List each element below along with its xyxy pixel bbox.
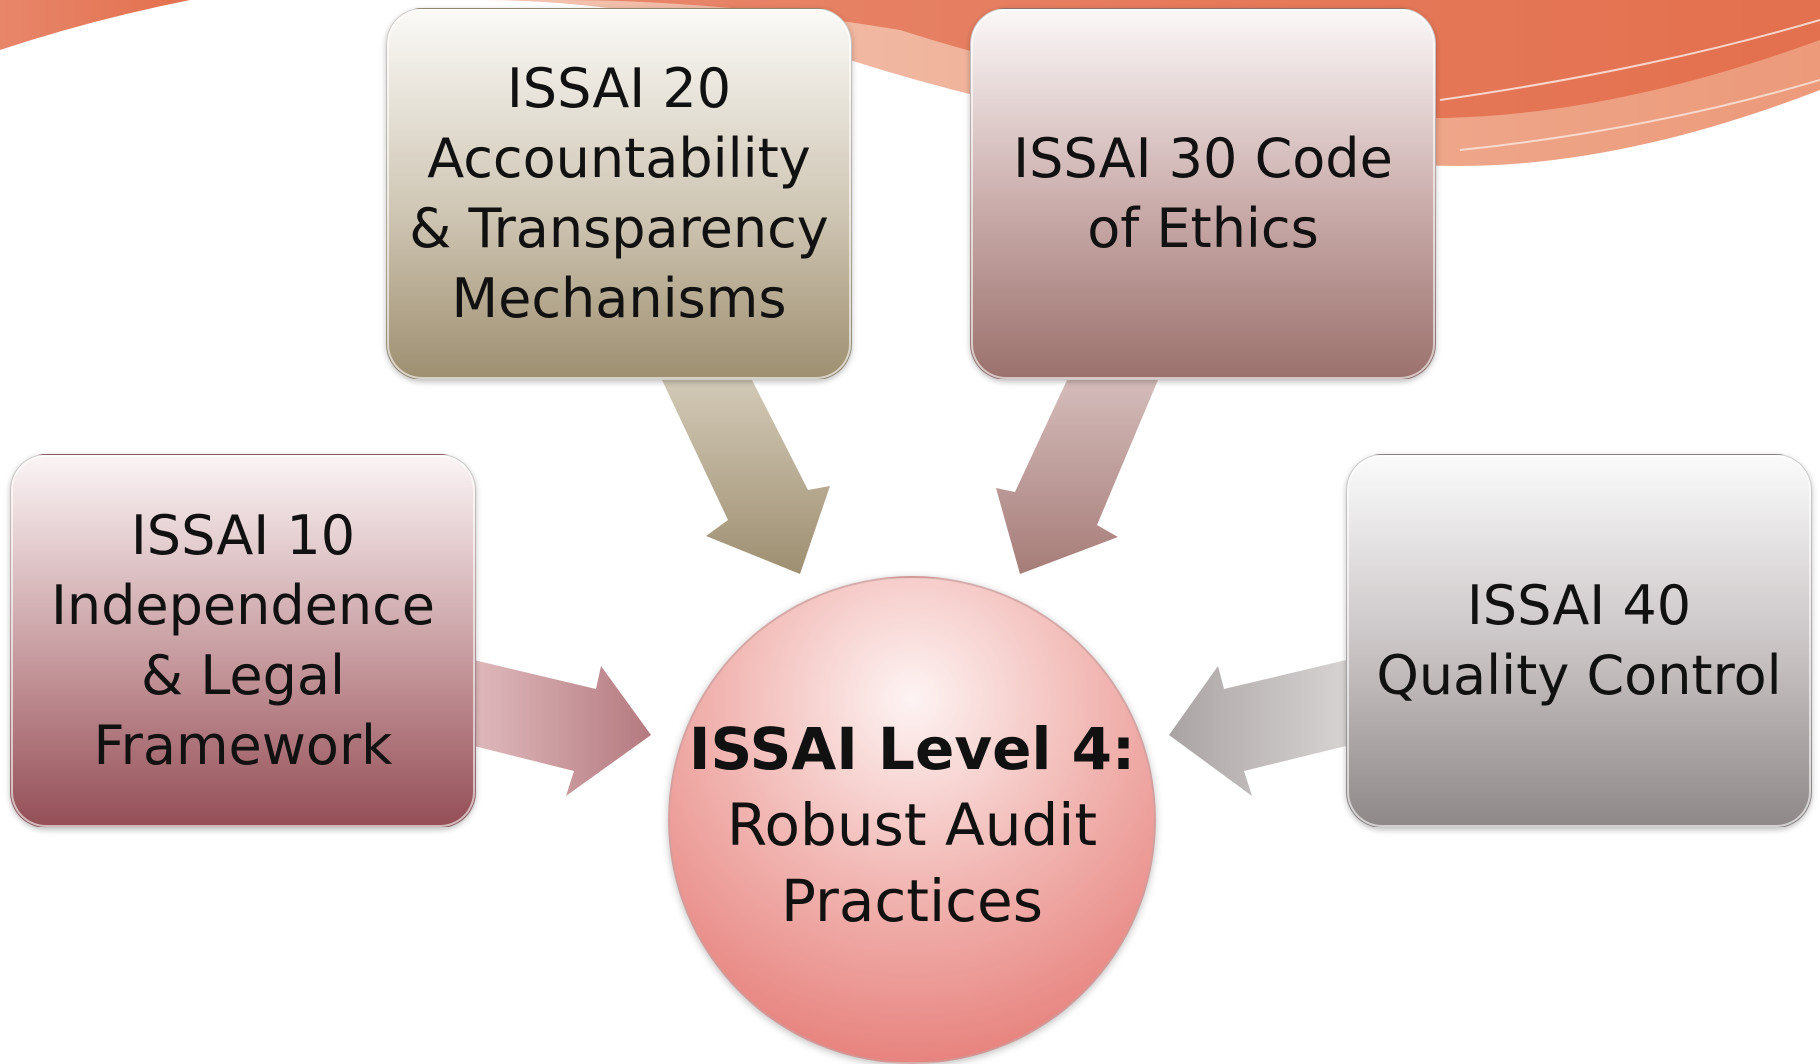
node-issai-30-label: ISSAI 30 Code of Ethics	[1013, 127, 1393, 260]
hub-label: ISSAI Level 4: Robust Audit Practices	[670, 701, 1154, 939]
arrow-issai20-to-hub	[662, 380, 830, 574]
arrow-issai40-to-hub	[1169, 660, 1346, 796]
arrow-issai30-to-hub	[996, 380, 1158, 574]
wave-left	[0, 0, 190, 50]
node-issai-30: ISSAI 30 Code of Ethics	[970, 8, 1436, 380]
node-issai-10-label: ISSAI 10 Independence & Legal Framework	[50, 504, 435, 777]
arrow-issai10-to-hub	[474, 660, 651, 796]
wave-line-1	[1439, 19, 1820, 101]
node-issai-40-label: ISSAI 40 Quality Control	[1376, 574, 1782, 707]
node-issai-10: ISSAI 10 Independence & Legal Framework	[10, 454, 476, 828]
hub-issai-level-4: ISSAI Level 4: Robust Audit Practices	[668, 576, 1156, 1064]
hub-label-bold: ISSAI Level 4:	[688, 715, 1136, 783]
node-issai-20: ISSAI 20 Accountability & Transparency M…	[386, 8, 852, 380]
hub-label-rest: Robust Audit Practices	[726, 791, 1098, 935]
wave-line-2	[1459, 79, 1820, 151]
node-issai-40: ISSAI 40 Quality Control	[1346, 454, 1812, 828]
node-issai-20-label: ISSAI 20 Accountability & Transparency M…	[409, 57, 829, 330]
